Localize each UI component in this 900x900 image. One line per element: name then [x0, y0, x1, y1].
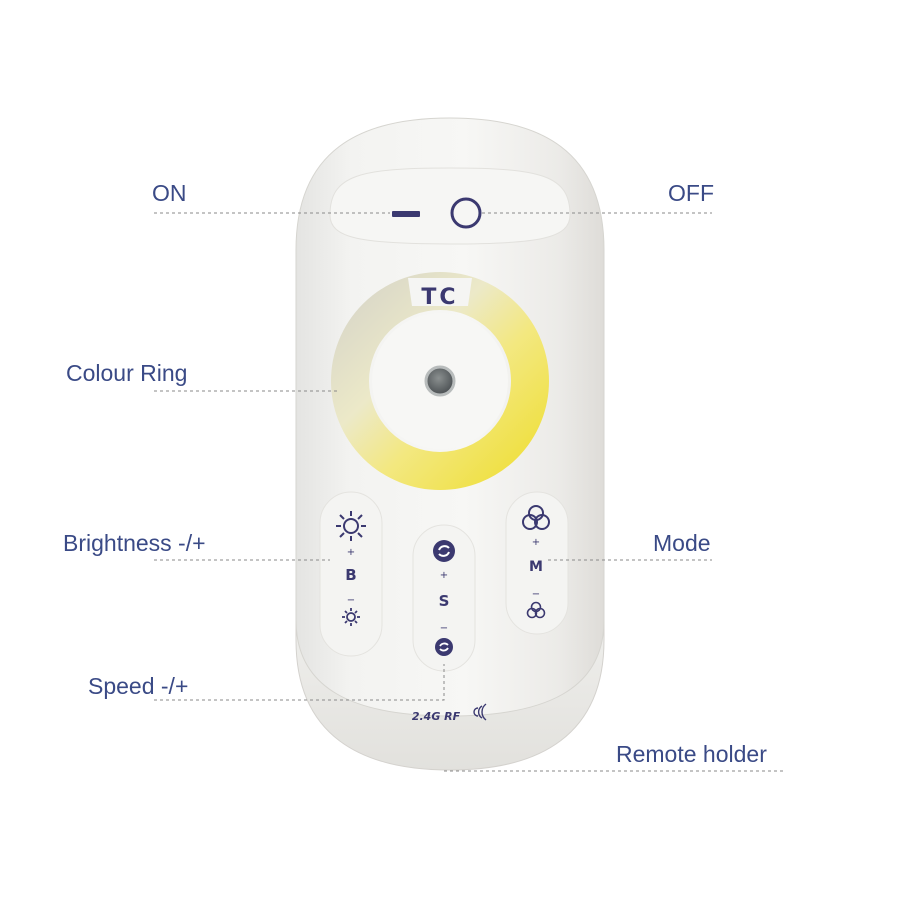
label-on: ON [152, 180, 187, 206]
label-remote-holder: Remote holder [616, 741, 767, 767]
speed-letter: S [439, 592, 450, 610]
brightness-column [319, 491, 383, 657]
mode-letter: M [529, 559, 543, 575]
label-mode: Mode [653, 530, 711, 556]
mode-column [505, 491, 569, 635]
speed-plus-sign: + [440, 570, 448, 581]
sun-plus-icon[interactable] [336, 511, 366, 541]
label-off: OFF [668, 180, 714, 206]
band-text: 2.4G RF [412, 710, 461, 723]
leader-lines [154, 212, 783, 772]
on-button[interactable] [392, 211, 420, 217]
ring-top-gap [408, 278, 472, 306]
speed-column [412, 524, 476, 672]
leader-speed [154, 664, 445, 701]
off-button[interactable] [450, 197, 482, 229]
speed-minus-sign: − [440, 623, 448, 634]
mode-minus-icon[interactable] [526, 601, 546, 619]
brand-text: TC [421, 285, 458, 310]
label-speed: Speed -/+ [88, 673, 189, 699]
speed-plus-icon[interactable] [433, 540, 455, 562]
brightness-minus-sign: − [347, 595, 355, 606]
speed-minus-icon[interactable] [435, 638, 453, 656]
mode-plus-sign: + [532, 537, 540, 548]
brightness-letter: B [345, 566, 356, 584]
center-dot[interactable] [424, 365, 456, 397]
sun-minus-icon[interactable] [342, 608, 360, 626]
mode-plus-icon[interactable] [522, 505, 550, 530]
brightness-plus-sign: + [347, 547, 355, 558]
wifi-signal-icon [473, 703, 487, 721]
power-bay [329, 167, 571, 245]
mode-minus-sign: − [532, 589, 540, 600]
label-colour-ring: Colour Ring [66, 360, 188, 386]
label-brightness: Brightness -/+ [63, 530, 206, 556]
